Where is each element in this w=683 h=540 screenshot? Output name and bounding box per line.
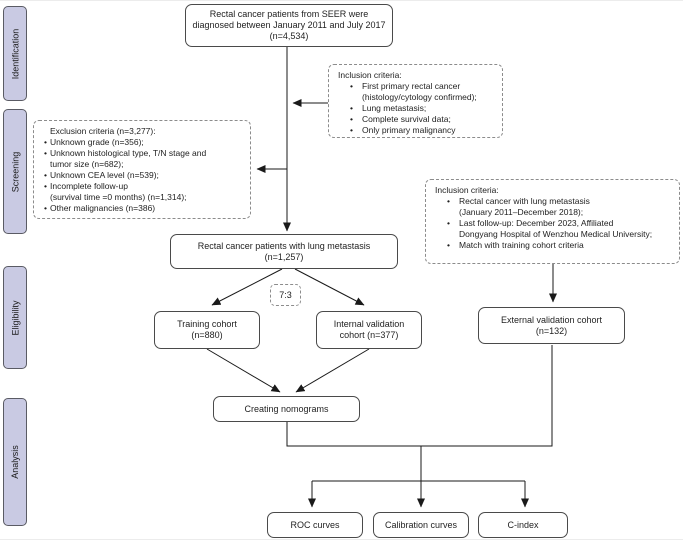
box-calibration-curves: Calibration curves: [373, 512, 469, 538]
box-split-ratio: 7:3: [270, 284, 301, 306]
box-roc-curves: ROC curves: [267, 512, 363, 538]
inclusion-seer-item: Only primary malignancy: [329, 125, 502, 136]
exclusion-item: Unknown grade (n=356);: [34, 137, 250, 148]
inclusion-seer-item: First primary rectal cancer (histology/c…: [329, 81, 502, 103]
box-c-index: C-index: [478, 512, 568, 538]
stage-screening-label: Screening: [10, 151, 20, 192]
inclusion-seer-title: Inclusion criteria:: [338, 70, 402, 80]
inclusion-external-title: Inclusion criteria:: [435, 185, 499, 195]
box-seer-patients: Rectal cancer patients from SEER were di…: [185, 4, 393, 47]
stage-screening: Screening: [3, 109, 27, 234]
stage-eligibility-label: Eligibility: [10, 299, 21, 336]
inclusion-external-item: Match with training cohort criteria: [426, 240, 679, 251]
box-creating-nomograms: Creating nomograms: [213, 396, 360, 422]
box-inclusion-criteria-external: Inclusion criteria: Rectal cancer with l…: [425, 179, 680, 264]
inclusion-seer-item: Lung metastasis;: [329, 103, 502, 114]
exclusion-item: Incomplete follow-up (survival time =0 m…: [34, 181, 250, 203]
arrow-internal-to-nomograms: [295, 348, 370, 393]
box-exclusion-criteria: Exclusion criteria (n=3,277): Unknown gr…: [33, 120, 251, 219]
box-training-cohort: Training cohort (n=880): [154, 311, 260, 349]
arrow-lungmets-to-training: [211, 268, 283, 306]
exclusion-item: Other malignancies (n=386): [34, 203, 250, 214]
box-internal-validation-cohort: Internal validation cohort (n=377): [316, 311, 422, 349]
line-nomograms-external-join: [286, 345, 553, 447]
inclusion-external-item: Rectal cancer with lung metastasis (Janu…: [426, 196, 679, 218]
stage-identification-label: Identification: [10, 28, 21, 79]
stage-identification: Identification: [3, 6, 27, 101]
exclusion-item: Unknown CEA level (n=539);: [34, 170, 250, 181]
box-inclusion-criteria-seer: Inclusion criteria: First primary rectal…: [328, 64, 503, 138]
inclusion-seer-item: Complete survival data;: [329, 114, 502, 125]
stage-eligibility: Eligibility: [3, 266, 27, 369]
exclusion-title: Exclusion criteria (n=3,277):: [50, 126, 156, 136]
arrow-training-to-nomograms: [206, 348, 281, 393]
box-lung-metastasis-patients: Rectal cancer patients with lung metasta…: [170, 234, 398, 269]
exclusion-item: Unknown histological type, T/N stage and…: [34, 148, 250, 170]
arrow-lungmets-to-internal: [294, 268, 365, 306]
stage-analysis-label: Analysis: [10, 445, 21, 479]
box-external-validation-cohort: External validation cohort (n=132): [478, 307, 625, 344]
inclusion-external-item: Last follow-up: December 2023, Affiliate…: [426, 218, 679, 240]
stage-analysis: Analysis: [3, 398, 27, 526]
